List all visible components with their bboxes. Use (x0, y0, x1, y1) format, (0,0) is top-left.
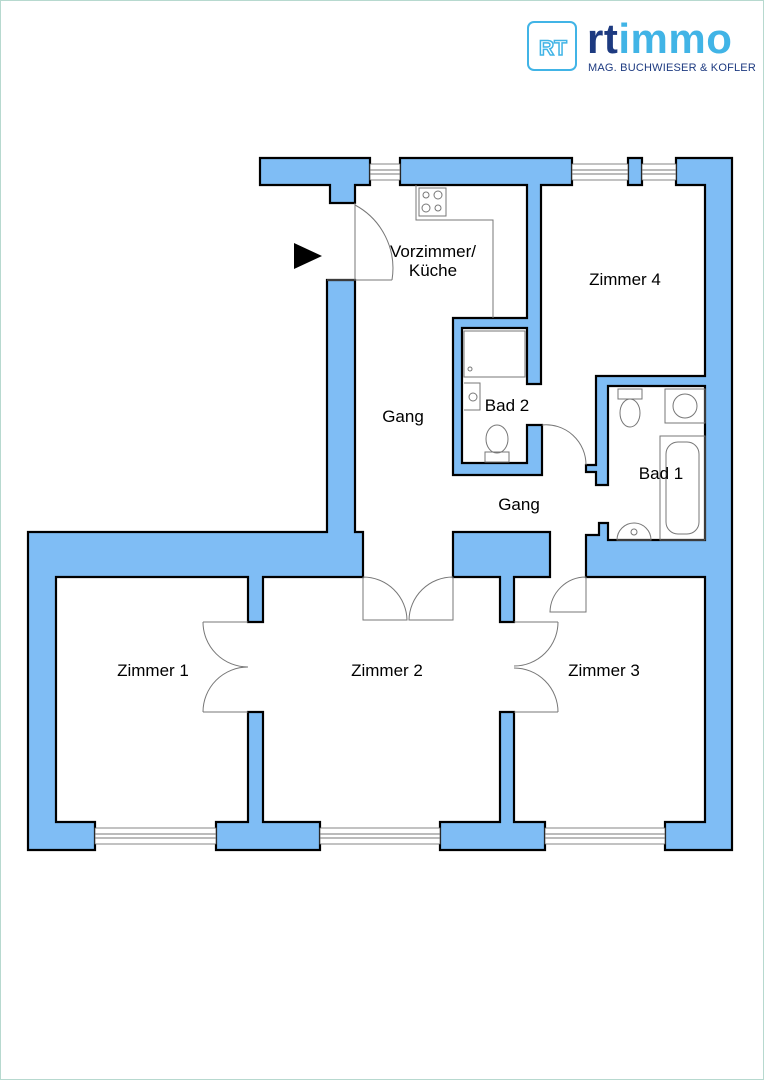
label-zimmer-1: Zimmer 1 (117, 661, 189, 680)
room-labels: Vorzimmer/ Küche Zimmer 4 Gang Bad 2 Bad… (117, 242, 683, 680)
wall-top-left (258, 156, 372, 205)
wall-left (26, 278, 365, 852)
toilet-icon (617, 388, 643, 428)
walls (26, 156, 734, 852)
svg-text:RT: RT (539, 37, 567, 59)
doors (202, 203, 587, 713)
label-kueche: Küche (409, 261, 457, 280)
wall-middle-block (451, 530, 552, 624)
brand-name: rtimmo (587, 15, 733, 62)
sink-icon (464, 382, 481, 411)
label-gang-lower: Gang (498, 495, 540, 514)
wall-bottom-pier-2 (438, 710, 547, 852)
toilet-icon (484, 424, 510, 463)
bathtub-icon (659, 435, 706, 541)
wall-pier (626, 156, 644, 187)
shower-icon (463, 330, 526, 378)
label-bad-1: Bad 1 (639, 464, 683, 483)
wall-right (584, 156, 734, 852)
wall-bottom-pier-1 (214, 710, 322, 852)
wall-top-middle (398, 156, 574, 477)
rt-logo-icon: RT (527, 21, 577, 71)
sink-icon (616, 522, 652, 541)
fixtures (415, 185, 706, 541)
stove-icon (418, 187, 447, 217)
label-zimmer-3: Zimmer 3 (568, 661, 640, 680)
sink-icon (664, 388, 706, 424)
entrance-arrow-icon (294, 243, 322, 269)
label-zimmer-2: Zimmer 2 (351, 661, 423, 680)
label-vorzimmer: Vorzimmer/ (390, 242, 476, 261)
label-zimmer-4: Zimmer 4 (589, 270, 661, 289)
windows (94, 163, 677, 845)
company-logo: RT rtimmo MAG. BUCHWIESER & KOFLER (527, 15, 757, 77)
label-gang-upper: Gang (382, 407, 424, 426)
brand-tagline: MAG. BUCHWIESER & KOFLER (588, 62, 756, 74)
label-bad-2: Bad 2 (485, 396, 529, 415)
